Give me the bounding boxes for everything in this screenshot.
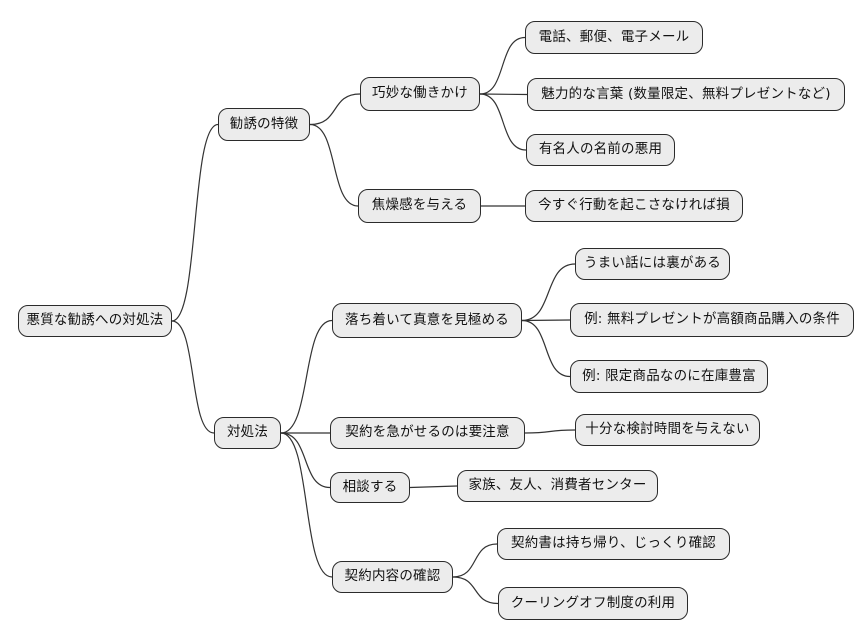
mindmap-node-features: 勧誘の特徴 [218, 108, 310, 141]
mindmap-node-too-good: うまい話には裏がある [575, 248, 730, 280]
mindmap-node-root: 悪質な勧誘への対処法 [18, 305, 172, 337]
mindmap-edge-root-to-features [171, 123, 219, 322]
mindmap-node-ex-free: 例: 無料プレゼントが高額商品購入の条件 [570, 303, 854, 337]
mindmap-edge-calm-to-too-good [521, 263, 576, 322]
mindmap-edge-contract-check-to-cooling-off [452, 576, 499, 605]
mindmap-edge-countermeasures-to-calm [280, 319, 333, 434]
mindmap-edge-calm-to-ex-free [521, 319, 571, 322]
mindmap-node-family: 家族、友人、消費者センター [457, 470, 658, 502]
mindmap-node-contract-check: 契約内容の確認 [332, 561, 453, 593]
mindmap-edge-rush-to-no-time [524, 429, 576, 434]
mindmap-node-cooling-off: クーリングオフ制度の利用 [498, 587, 688, 620]
mindmap-node-take-home: 契約書は持ち帰り、じっくり確認 [497, 528, 730, 560]
mindmap-node-urgency: 焦燥感を与える [358, 189, 481, 223]
mindmap-edge-features-to-urgency [309, 123, 359, 207]
mindmap-node-no-time: 十分な検討時間を与えない [575, 414, 760, 446]
mindmap-node-countermeasures: 対処法 [214, 417, 281, 449]
mindmap-edge-countermeasures-to-contract-check [280, 432, 333, 578]
mindmap-node-phone: 電話、郵便、電子メール [525, 21, 703, 54]
mindmap-node-rush: 契約を急がせるのは要注意 [330, 417, 525, 449]
mindmap-node-consult: 相談する [330, 472, 410, 503]
mindmap-edge-clever-to-attractive [479, 93, 528, 96]
mindmap-edge-calm-to-ex-limited [521, 319, 571, 378]
mindmap-edge-contract-check-to-take-home [452, 543, 498, 578]
mindmap-node-act-now: 今すぐ行動を起こさなければ損 [525, 190, 743, 222]
mindmap-edge-countermeasures-to-consult [280, 432, 331, 489]
mindmap-node-clever: 巧妙な働きかけ [360, 77, 480, 111]
mindmap-edge-consult-to-family [409, 485, 458, 489]
mindmap-edge-features-to-clever [309, 93, 361, 126]
mindmap-node-celebrity: 有名人の名前の悪用 [526, 134, 675, 166]
mindmap-node-calm: 落ち着いて真意を見極める [332, 303, 522, 338]
mindmap-node-ex-limited: 例: 限定商品なのに在庫豊富 [570, 360, 768, 393]
mindmap-node-attractive: 魅力的な言葉 (数量限定、無料プレゼントなど) [527, 78, 845, 111]
mindmap-edge-clever-to-celebrity [479, 93, 527, 151]
mindmap-edge-root-to-countermeasures [171, 320, 215, 434]
mindmap-edge-clever-to-phone [479, 36, 526, 95]
